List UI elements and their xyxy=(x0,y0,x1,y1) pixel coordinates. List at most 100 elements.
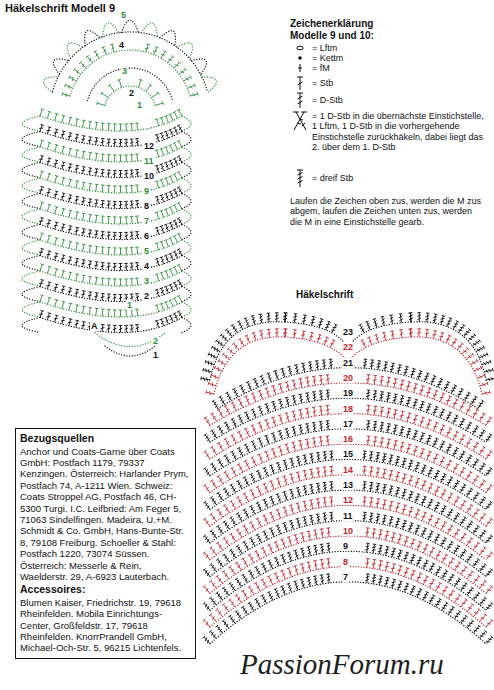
stitch-row xyxy=(359,313,413,333)
chain-row xyxy=(22,163,40,178)
box-heading: Accessoires: xyxy=(20,583,191,596)
row-number: 17 xyxy=(342,419,354,429)
chain-row xyxy=(182,116,191,131)
row-number: 5 xyxy=(120,10,127,20)
stitch-row xyxy=(39,124,182,146)
chain-row xyxy=(22,302,40,317)
chain-row xyxy=(210,490,486,543)
stitch-row xyxy=(39,310,182,332)
chain-row xyxy=(182,163,191,178)
chain-row xyxy=(22,194,40,209)
chain-row xyxy=(22,240,40,255)
stitch-row xyxy=(40,140,182,162)
row-number: 10 xyxy=(342,526,354,536)
chain-petal xyxy=(202,77,217,93)
chain-row xyxy=(182,271,191,286)
row-number: 20 xyxy=(342,373,354,383)
chain-row xyxy=(182,225,191,240)
stitch-row xyxy=(203,543,493,610)
row-number: 19 xyxy=(342,388,354,398)
legend-text: = dreif Stb xyxy=(312,173,353,183)
treble-symbol xyxy=(297,93,303,108)
chain-petal xyxy=(44,77,59,93)
chain-row xyxy=(182,194,191,209)
chain-row xyxy=(22,271,40,286)
chain-row xyxy=(210,429,486,476)
row-number: 8 xyxy=(143,201,150,211)
row-number: 16 xyxy=(342,434,354,444)
row-number: 1 xyxy=(152,350,159,360)
row-number: 2 xyxy=(143,291,150,301)
row-number: 11 xyxy=(342,511,354,521)
stitch-row xyxy=(361,329,413,348)
stitch-arc xyxy=(97,79,164,105)
row-number: 4 xyxy=(118,40,125,50)
chain-arc xyxy=(53,32,208,91)
stitch-row xyxy=(203,466,493,526)
chain-row xyxy=(182,240,191,255)
chain-row xyxy=(182,209,191,224)
legend-text: = Kettm xyxy=(312,53,343,63)
stitch-row xyxy=(39,186,182,208)
legend-note: Laufen die Zeichen oben zus, werden die … xyxy=(290,196,486,227)
legend-text: = 1 D-Stb in die übernächste Einstichste… xyxy=(312,111,484,152)
slip-stitch-symbol xyxy=(298,56,302,60)
stitch-row xyxy=(39,155,182,177)
legend-text: = Stb xyxy=(312,78,333,88)
chain-row xyxy=(210,444,486,493)
row-number: 1 xyxy=(136,100,143,110)
legend-symbols xyxy=(293,46,307,187)
chain-row xyxy=(22,287,40,302)
stitch-row xyxy=(203,559,494,628)
chain-petal xyxy=(191,59,206,74)
chart-model-10 xyxy=(201,313,494,644)
chain-row xyxy=(285,337,348,362)
stitch-row xyxy=(40,202,182,224)
chain-row xyxy=(22,225,40,240)
chain-row xyxy=(182,256,191,271)
double-crochet-symbol xyxy=(297,77,303,90)
chart-model-9 xyxy=(22,20,216,356)
box-body: Anchor und Coats-Garne über Coats GmbH: … xyxy=(20,446,191,583)
row-number: 2 xyxy=(128,88,135,98)
chain-petal xyxy=(103,23,119,37)
row-number: 3 xyxy=(143,276,150,286)
row-number: 6 xyxy=(143,231,150,241)
stitch-row xyxy=(40,264,182,286)
chain-row xyxy=(210,475,486,527)
stitch-row xyxy=(203,421,492,476)
stitch-row xyxy=(40,295,182,317)
stitch-row xyxy=(409,329,490,395)
row-number: 9 xyxy=(342,541,349,551)
chain-row xyxy=(22,178,40,193)
chain-petal xyxy=(53,59,68,74)
chain-petal xyxy=(67,43,83,59)
chain-petal xyxy=(122,20,139,32)
chart-title: Häkelschrift xyxy=(296,289,353,301)
chart-title: Häkelschrift Modell 9 xyxy=(5,2,115,15)
stitch-row xyxy=(39,217,182,239)
chain-row xyxy=(105,346,155,356)
row-number: 15 xyxy=(342,449,354,459)
chain-row xyxy=(182,178,191,193)
stitch-row xyxy=(40,233,182,255)
watermark: PassionForum.ru xyxy=(240,648,444,681)
chain-row xyxy=(22,318,40,333)
stitch-row xyxy=(40,171,182,193)
chain-petal xyxy=(141,23,157,37)
single-crochet-symbol xyxy=(298,64,302,72)
chain-row xyxy=(182,287,191,302)
chain-row xyxy=(348,337,411,362)
legend-text: = fM xyxy=(312,63,330,73)
chain-symbol xyxy=(297,46,303,50)
legend-text: = Lftm xyxy=(312,43,337,53)
chain-row xyxy=(22,256,40,271)
chain-row xyxy=(22,116,40,131)
stitch-row xyxy=(206,329,287,395)
chain-row xyxy=(95,333,165,347)
row-number: 14 xyxy=(342,465,354,475)
chain-row xyxy=(22,209,40,224)
stitch-row xyxy=(283,329,335,348)
chain-petal xyxy=(177,43,193,59)
legend-text: = D-Stb xyxy=(312,95,343,105)
